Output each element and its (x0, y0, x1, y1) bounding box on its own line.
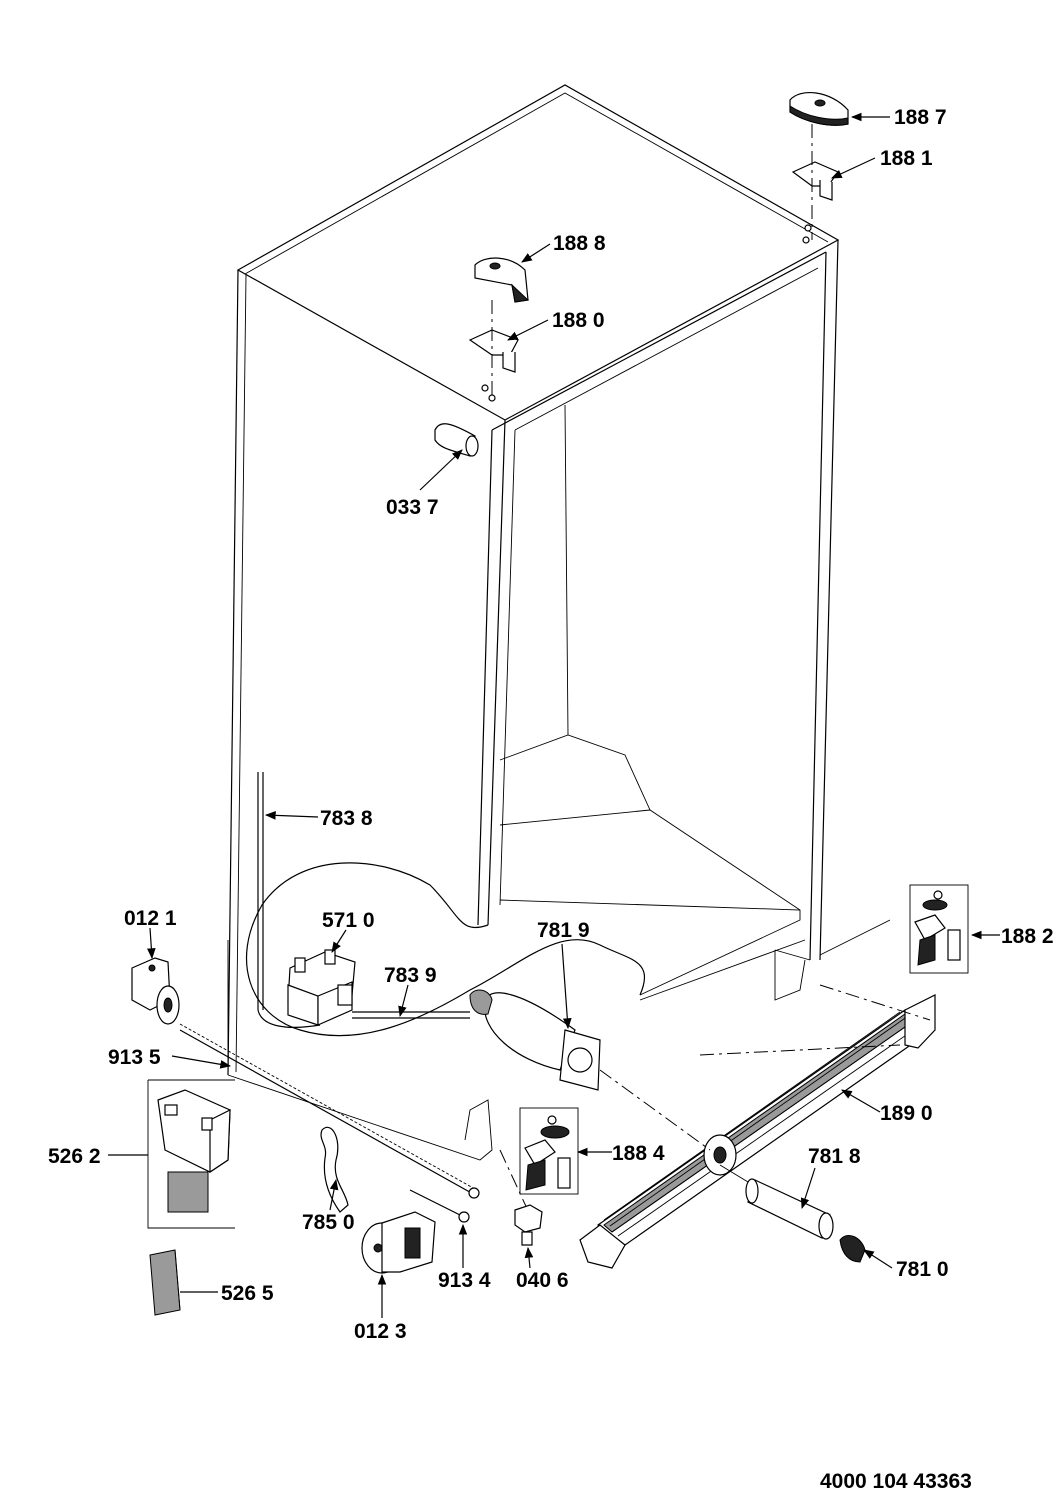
drain-tube (257, 772, 321, 1028)
callout-526-2: 526 2 (48, 1145, 101, 1168)
callout-189-0: 189 0 (880, 1102, 933, 1125)
toe-grille (579, 994, 936, 1269)
short-screw (409, 1189, 470, 1223)
callout-033-7: 033 7 (386, 496, 439, 519)
roller-front (131, 957, 180, 1025)
callout-571-0: 571 0 (322, 909, 375, 932)
drain-hose (320, 1126, 349, 1213)
callout-188-8: 188 8 (553, 232, 606, 255)
filter-cap (839, 1235, 866, 1263)
callout-040-6: 040 6 (516, 1269, 569, 1292)
callout-labels: 188 7 188 1 188 8 188 0 033 7 783 8 012 … (48, 106, 1054, 1343)
lower-hinge-middle (519, 1107, 579, 1195)
callout-781-9: 781 9 (537, 919, 590, 942)
top-hinge-cover-middle (474, 257, 530, 303)
callout-913-4: 913 4 (438, 1269, 491, 1292)
callout-783-8: 783 8 (320, 807, 373, 830)
callout-012-1: 012 1 (124, 907, 177, 930)
bracket-part (514, 1204, 543, 1246)
top-hinge-bracket-middle (468, 300, 519, 402)
top-hinge-bracket-right (791, 124, 839, 244)
callout-188-2: 188 2 (1001, 925, 1054, 948)
control-box-group (147, 1079, 235, 1229)
callout-012-3: 012 3 (354, 1320, 407, 1343)
callout-526-5: 526 5 (221, 1282, 274, 1305)
callout-781-8: 781 8 (808, 1145, 861, 1168)
callout-783-9: 783 9 (384, 964, 437, 987)
callout-188-1: 188 1 (880, 147, 933, 170)
top-hinge-cover-right (789, 92, 849, 126)
callout-188-7: 188 7 (894, 106, 947, 129)
callout-188-4: 188 4 (612, 1142, 665, 1165)
callout-188-0: 188 0 (552, 309, 605, 332)
filter-cartridge (719, 1164, 834, 1240)
long-screw (179, 1023, 480, 1199)
leader-lines (108, 112, 1000, 1318)
lower-hinge-right (909, 884, 969, 974)
plug-part (434, 423, 479, 457)
callout-913-5: 913 5 (108, 1046, 161, 1069)
roller-rear (361, 1211, 436, 1274)
document-number: 4000 104 43363 (820, 1470, 972, 1493)
cover-plate (149, 1249, 181, 1316)
callout-781-0: 781 0 (896, 1258, 949, 1281)
alignment-lines (499, 984, 931, 1216)
water-filter-housing (469, 989, 601, 1091)
cabinet-body (227, 84, 891, 1161)
water-valve (287, 949, 470, 1026)
callout-785-0: 785 0 (302, 1211, 355, 1234)
